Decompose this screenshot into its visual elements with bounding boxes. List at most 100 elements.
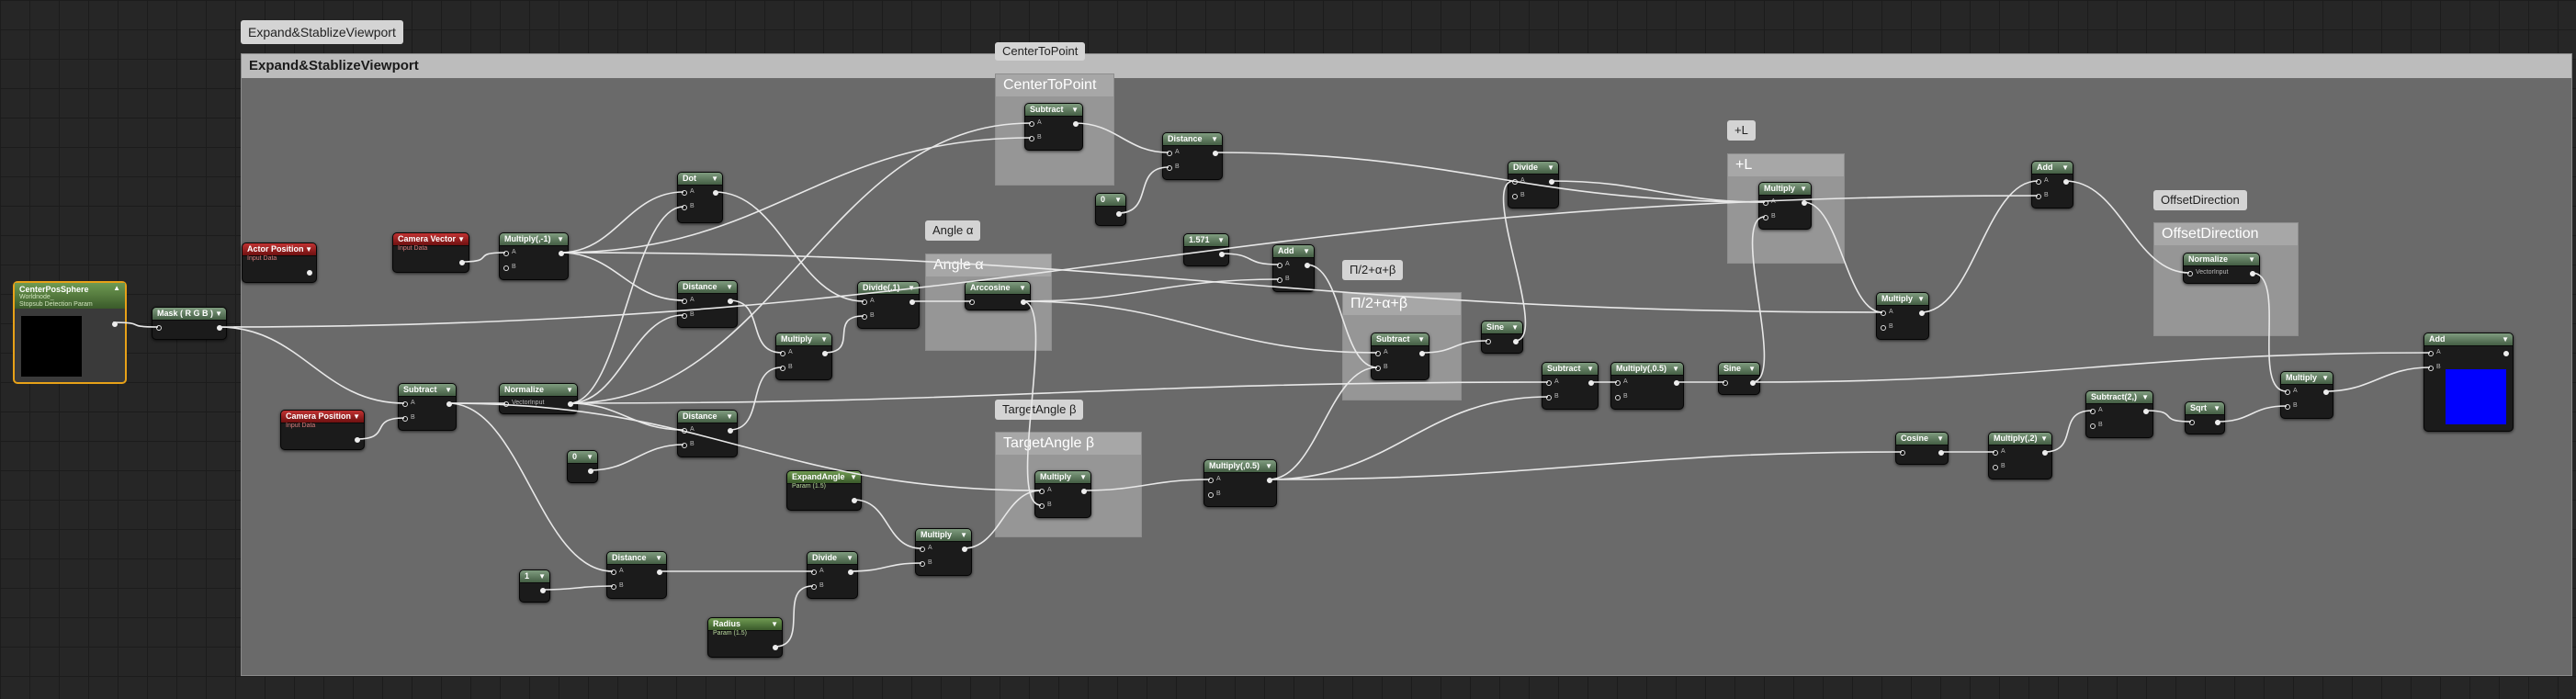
input-pin[interactable] <box>611 569 616 575</box>
input-pin[interactable] <box>1763 200 1768 206</box>
chevron-down-icon[interactable]: ▼ <box>1800 185 1807 193</box>
output-pin[interactable] <box>2503 351 2509 356</box>
chevron-down-icon[interactable]: ▼ <box>2213 404 2220 412</box>
input-pin[interactable] <box>1881 310 1886 316</box>
input-pin[interactable] <box>1208 478 1214 483</box>
output-pin[interactable] <box>822 351 828 356</box>
output-pin[interactable] <box>728 428 733 434</box>
output-pin[interactable] <box>1081 489 1087 494</box>
output-pin[interactable] <box>307 270 312 276</box>
chevron-down-icon[interactable]: ▼ <box>846 554 853 562</box>
input-pin[interactable] <box>1039 503 1045 509</box>
output-pin[interactable] <box>568 401 573 407</box>
expand-angle-param-node[interactable]: ExpandAngle▼Param (1.5) <box>786 470 862 511</box>
input-pin[interactable] <box>1512 179 1518 185</box>
chevron-down-icon[interactable]: ▼ <box>1748 365 1756 373</box>
input-pin[interactable] <box>1029 121 1034 127</box>
chevron-down-icon[interactable]: ▼ <box>2322 374 2329 382</box>
normalize-node[interactable]: Normalize▼VectorInput <box>2183 253 2260 284</box>
input-pin[interactable] <box>920 561 925 567</box>
chevron-down-icon[interactable]: ▼ <box>305 245 312 254</box>
chevron-down-icon[interactable]: ▼ <box>1672 365 1679 373</box>
input-pin[interactable] <box>862 299 867 305</box>
actor-position-node[interactable]: Actor Position▼Input Data <box>242 242 317 283</box>
chevron-down-icon[interactable]: ▼ <box>1587 365 1594 373</box>
chevron-down-icon[interactable]: ▼ <box>557 235 564 243</box>
input-pin[interactable] <box>1615 380 1621 386</box>
output-pin[interactable] <box>1305 263 1310 268</box>
constant-node[interactable]: 0▼ <box>567 450 598 483</box>
chevron-down-icon[interactable]: ▼ <box>850 473 857 481</box>
output-pin[interactable] <box>446 401 452 407</box>
input-pin[interactable] <box>811 569 817 575</box>
collapse-icon[interactable]: ▲ <box>113 284 120 292</box>
output-pin[interactable] <box>1919 310 1925 316</box>
input-pin[interactable] <box>1167 151 1172 156</box>
output-pin[interactable] <box>962 547 967 552</box>
chevron-down-icon[interactable]: ▼ <box>215 310 222 318</box>
chevron-down-icon[interactable]: ▼ <box>1019 284 1026 292</box>
input-pin[interactable] <box>1993 465 1998 470</box>
output-pin[interactable] <box>1674 380 1679 386</box>
chevron-down-icon[interactable]: ▼ <box>771 620 778 628</box>
output-pin[interactable] <box>1549 179 1554 185</box>
input-pin[interactable] <box>503 251 509 256</box>
chevron-down-icon[interactable]: ▼ <box>2502 335 2509 344</box>
input-pin[interactable] <box>402 416 408 422</box>
input-pin[interactable] <box>2428 366 2434 371</box>
output-pin[interactable] <box>1802 200 1807 206</box>
output-pin[interactable] <box>910 299 915 305</box>
output-pin[interactable] <box>459 260 465 265</box>
output-pin[interactable] <box>2215 420 2220 425</box>
input-pin[interactable] <box>1546 380 1552 386</box>
input-pin[interactable] <box>1486 339 1491 344</box>
output-pin[interactable] <box>2143 409 2149 414</box>
output-pin[interactable] <box>355 437 360 443</box>
chevron-down-icon[interactable]: ▼ <box>1511 323 1519 332</box>
output-pin[interactable] <box>657 569 662 575</box>
input-pin[interactable] <box>2036 179 2041 185</box>
output-pin[interactable] <box>1750 380 1756 386</box>
input-pin[interactable] <box>2090 409 2096 414</box>
input-pin[interactable] <box>402 401 408 407</box>
output-pin[interactable] <box>848 569 853 575</box>
output-pin[interactable] <box>1419 351 1425 356</box>
input-pin[interactable] <box>682 313 687 319</box>
input-pin[interactable] <box>682 299 687 304</box>
input-pin[interactable] <box>1029 136 1034 141</box>
output-pin[interactable] <box>1116 211 1122 217</box>
input-pin[interactable] <box>1615 395 1621 400</box>
output-pin[interactable] <box>1021 299 1026 305</box>
chevron-down-icon[interactable]: ▼ <box>726 283 733 291</box>
output-pin[interactable] <box>1213 151 1218 156</box>
input-pin[interactable] <box>1763 215 1768 220</box>
chevron-down-icon[interactable]: ▼ <box>2141 393 2149 401</box>
input-pin[interactable] <box>682 428 687 434</box>
constant-node[interactable]: 0▼ <box>1095 193 1126 226</box>
chevron-down-icon[interactable]: ▼ <box>1303 247 1310 255</box>
chevron-down-icon[interactable]: ▼ <box>353 412 360 421</box>
input-pin[interactable] <box>2285 404 2290 410</box>
sqrt-node[interactable]: Sqrt▼ <box>2185 401 2225 434</box>
output-pin[interactable] <box>2250 271 2255 276</box>
constant-node[interactable]: 1.571▼ <box>1183 233 1229 266</box>
output-pin[interactable] <box>559 251 564 256</box>
input-pin[interactable] <box>2428 351 2434 356</box>
output-pin[interactable] <box>1588 380 1594 386</box>
input-pin[interactable] <box>2036 194 2041 199</box>
output-pin[interactable] <box>1219 252 1225 257</box>
